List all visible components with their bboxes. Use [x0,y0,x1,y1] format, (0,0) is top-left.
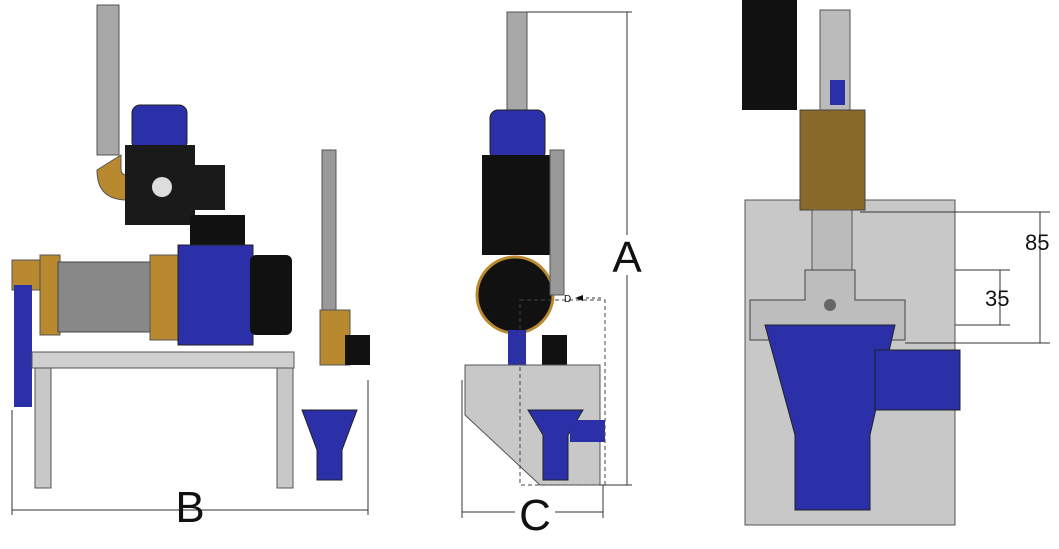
sensor-pipe [549,149,565,296]
motor-fan-cover [250,255,292,335]
gauge-icon [152,177,172,197]
motor-end [475,255,555,335]
detail-label-d: D [564,294,571,305]
side-view: D A C [461,11,647,540]
overflow-outlet [874,349,961,411]
left-bracket [34,367,52,489]
brass-valve [799,109,866,211]
dim-label-85: 85 [1025,230,1049,255]
vertical-pipe [96,4,120,156]
dim-label-c: C [519,491,551,540]
pump-flange [149,254,181,341]
dim-label-a: A [612,233,642,282]
detail-view: 85 35 [742,0,1050,526]
inlet-pipe [14,285,32,407]
base-plate [31,351,295,369]
motor-body [177,244,254,346]
detail-d-boundary [519,299,606,486]
nozzle [811,209,853,271]
fitting-insert [830,80,845,105]
support-post [508,330,526,370]
front-view: B [11,4,370,532]
pressure-control-body [482,155,552,255]
screw-icon [824,299,836,311]
pump-end-cap [39,254,61,336]
right-bracket [276,367,294,489]
sensor-pipe [321,149,337,311]
pressure-control-top [489,109,546,161]
funnel [764,324,896,511]
solenoid [345,335,370,365]
funnel [527,409,584,481]
funnel [301,409,358,481]
pressure-control-top [131,104,188,151]
connector-box [190,165,225,210]
valve [542,335,567,370]
dim-label-b: B [175,483,204,532]
vertical-pipe [506,11,528,118]
terminal-box [190,215,245,250]
pump-housing [57,261,154,333]
motor-section [742,0,797,110]
arrow-icon [575,295,583,301]
dim-label-35: 35 [985,286,1009,311]
overflow-outlet [570,420,605,442]
